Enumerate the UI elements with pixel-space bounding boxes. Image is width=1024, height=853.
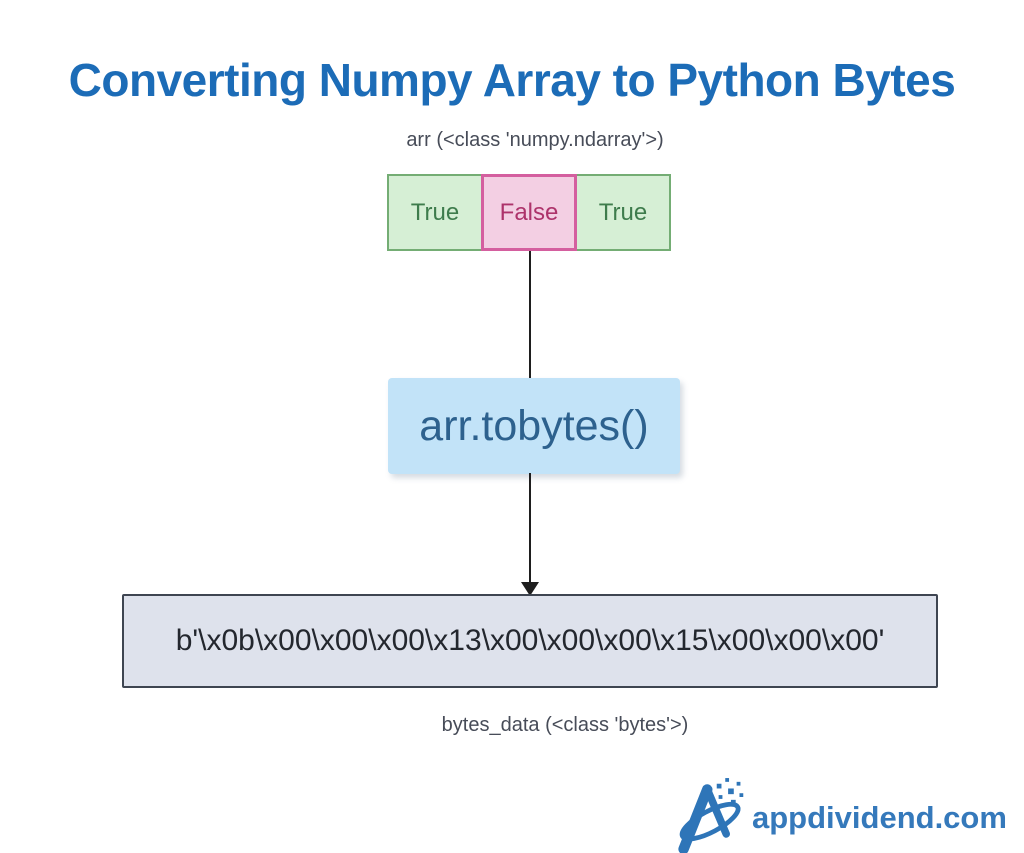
bytes-output-box: b'\x0b\x00\x00\x00\x13\x00\x00\x00\x15\x… bbox=[122, 594, 938, 688]
array-cell: True bbox=[387, 174, 483, 251]
array-cell: True bbox=[575, 174, 671, 251]
page-title: Converting Numpy Array to Python Bytes bbox=[68, 54, 956, 106]
numpy-array: True False True bbox=[387, 174, 671, 251]
array-cell: False bbox=[481, 174, 577, 251]
appdividend-logo: appdividend.com bbox=[676, 776, 1007, 853]
appdividend-logo-icon bbox=[676, 776, 748, 853]
connector-line-top bbox=[529, 251, 531, 379]
tobytes-operation-box: arr.tobytes() bbox=[388, 378, 680, 474]
output-bytes-label: bytes_data (<class 'bytes'>) bbox=[441, 714, 689, 736]
connector-line-bottom bbox=[529, 473, 531, 585]
input-array-label: arr (<class 'numpy.ndarray'>) bbox=[406, 129, 664, 151]
arrow-down-icon bbox=[521, 582, 539, 596]
appdividend-logo-text: appdividend.com bbox=[752, 799, 1007, 835]
